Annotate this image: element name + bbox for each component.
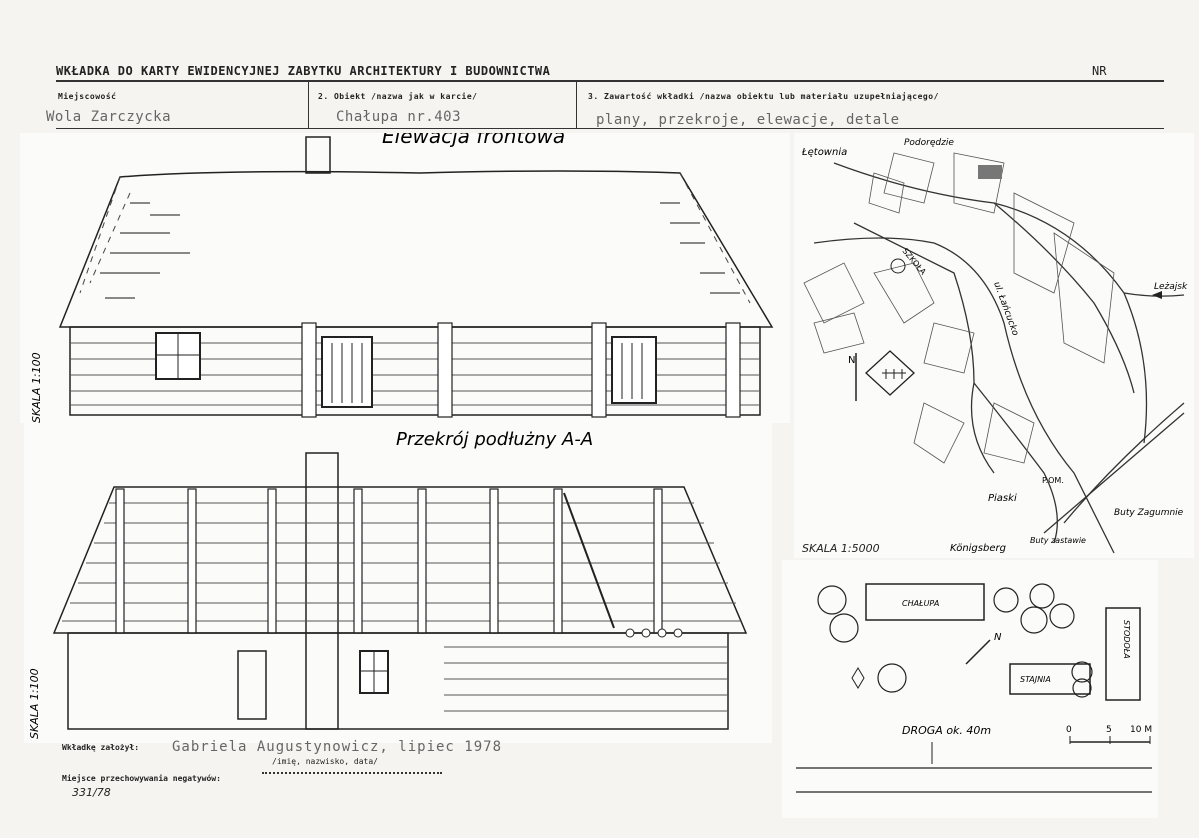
field-divider-2 [576,82,577,128]
header-rule [56,80,1164,82]
map-scale: SKALA 1:5000 [802,542,880,555]
field-2-label: 2. Obiekt /nazwa jak w karcie/ [318,92,478,101]
stajnia-label: STAJNIA [1020,675,1051,684]
front-elevation-drawing: Elewacja frontowa [30,124,774,423]
site-north-arrow [965,639,991,665]
door-2 [611,336,657,404]
label-szkola: SZKOŁA [900,247,928,277]
site-plan: CHAŁUPA STAJNIA STODOŁA N DROGA ok. 40m … [796,583,1152,793]
label-podoredzie: Podorędzie [904,138,954,148]
chalupa-building [865,583,985,621]
founded-label: Wkładkę założył: [62,743,140,752]
stajnia-building [1009,663,1091,695]
scale-tick-10: 10 M [1130,725,1152,735]
log-wall [69,326,761,416]
site-north-label: N [994,632,1002,643]
nr-label: NR [1092,64,1107,78]
negatives-line [262,772,442,774]
section-title: Przekrój podłużny A-A [396,429,593,450]
location-map: Łętownia Podorędzie Leżajsk SZKOŁA ul. Ł… [801,138,1188,554]
front-title: Elewacja frontowa [382,133,565,148]
front-scale: SKALA 1:100 [30,352,43,423]
scale-tick-0: 0 [1066,725,1072,735]
section-roof [52,486,748,634]
droga-label: DROGA ok. 40m [902,724,991,737]
scale-tick-5: 5 [1106,725,1112,735]
front-elevation-panel: Elewacja frontowa [20,124,790,423]
stodola-building [1105,607,1141,701]
field-3-label: 3. Zawartość wkładki /nazwa obiektu lub … [588,92,939,101]
field-1-label: Miejscowość [58,92,117,101]
card-title: WKŁADKA DO KARTY EWIDENCYJNEJ ZABYTKU AR… [56,64,551,78]
site-plan-panel: CHAŁUPA STAJNIA STODOŁA N DROGA ok. 40m … [782,560,1158,818]
section-wall [67,632,729,730]
founded-value: Gabriela Augustynowicz, lipiec 1978 [172,739,503,755]
label-buty-zagumnie: Buty Zagumnie [1114,508,1184,518]
highlighted-plot [978,165,1002,179]
stodola-label: STODOŁA [1122,620,1131,659]
church-symbol [890,258,906,274]
section-chimney [305,452,339,730]
label-piaski: Piaski [988,493,1017,504]
field-2-value: Chałupa nr.403 [336,109,462,125]
section-drawing: Przekrój podłużny A-A [28,429,748,739]
chimney [305,136,331,174]
ref-number: 331/78 [72,786,111,799]
thatched-roof [58,170,774,328]
field-rule [56,128,1164,129]
label-pom: P.OM. [1042,476,1064,485]
label-konigsberg: Königsberg [950,543,1006,554]
field-divider-1 [308,82,309,128]
negatives-label: Miejsce przechowywania negatywów: [62,774,221,783]
field-1-value: Wola Zarczycka [46,109,172,125]
location-map-panel: Łętownia Podorędzie Leżajsk SZKOŁA ul. Ł… [794,133,1194,558]
label-buty-zastawie: Buty zastawie [1030,536,1086,545]
stove [237,650,267,720]
chalupa-label: CHAŁUPA [902,599,939,608]
map-north-label: N [848,355,855,366]
door-1 [321,336,373,408]
founded-sub: /imię, nazwisko, data/ [272,757,378,766]
label-letownia: Łętownia [801,147,847,158]
field-3-value: plany, przekroje, elewacje, detale [596,112,900,128]
cemetery [865,350,915,396]
section-scale: SKALA 1:100 [28,668,41,739]
section-panel: Przekrój podłużny A-A [24,423,772,743]
label-lezajsk: Leżajsk [1154,282,1188,292]
